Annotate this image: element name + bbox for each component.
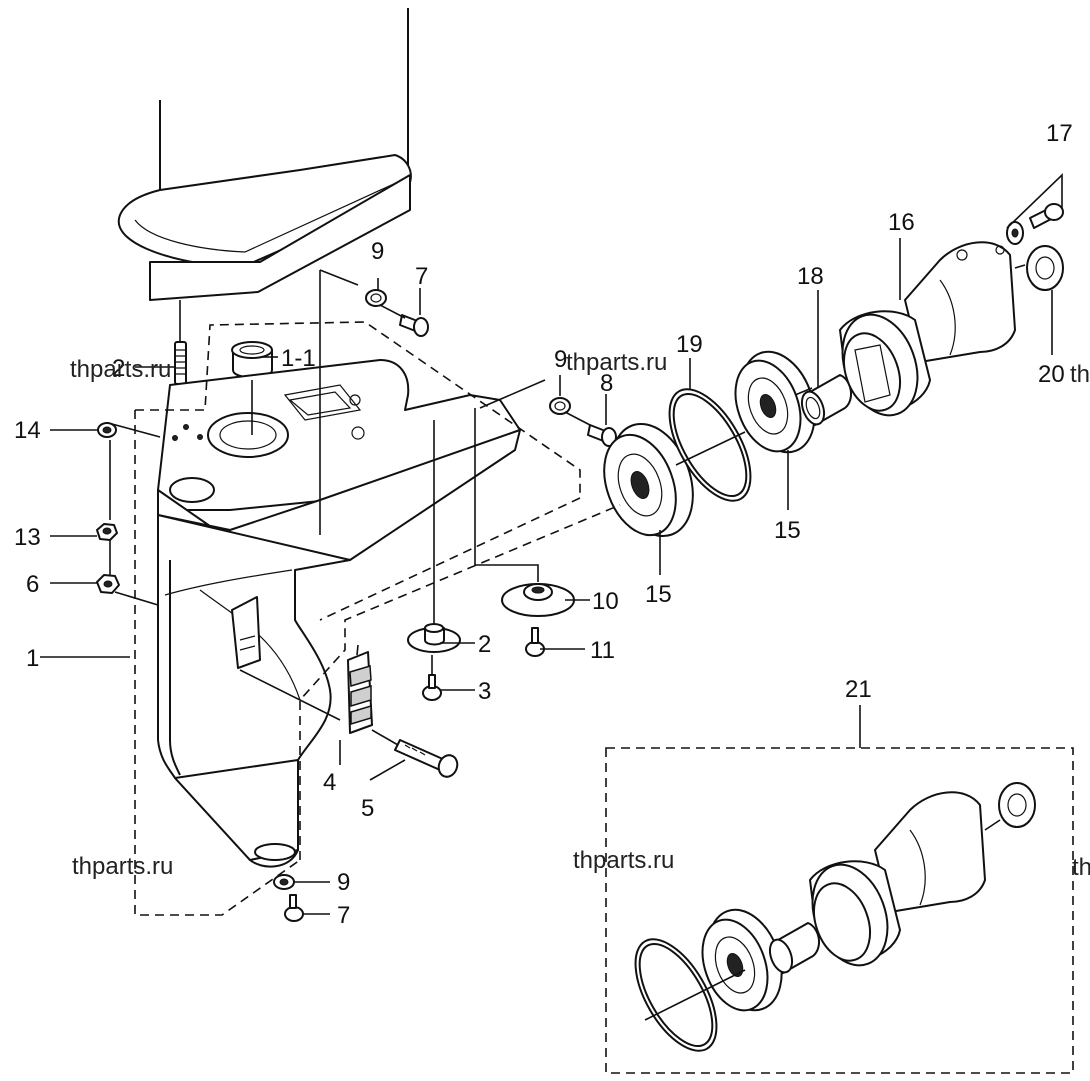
callout-labels: 1 2 2 1-1 3 4 5 6 7 7 8 9 9 9 10 11 13 1…: [14, 120, 1073, 929]
bearing-15-left: [603, 422, 694, 538]
lower-case: [157, 359, 521, 868]
plate-2: [407, 420, 461, 653]
callout-2-stud: 2: [112, 355, 125, 382]
upper-housing: [117, 8, 412, 301]
watermark-top-left: thparts.ru: [70, 356, 171, 383]
inset-assembly-21: [605, 705, 1074, 1074]
callout-9-bottom: 9: [337, 869, 350, 896]
washer-9-mid: [549, 397, 571, 415]
callout-16: 16: [888, 209, 915, 236]
callout-17: 17: [1046, 120, 1073, 147]
callout-20: 20: [1038, 361, 1065, 388]
callout-3: 3: [478, 678, 491, 705]
nut-13: [96, 523, 118, 541]
center-lines: [109, 173, 1063, 721]
callout-1: 1: [26, 645, 39, 672]
bushing-1-1: [231, 341, 273, 379]
callout-14: 14: [14, 417, 41, 444]
callout-9-top: 9: [371, 238, 384, 265]
callout-18: 18: [797, 263, 824, 290]
shaft-housing-16: [839, 241, 1016, 417]
seal-20: [1026, 245, 1064, 291]
bolt-17: [1029, 203, 1064, 229]
washer-9-top: [365, 289, 387, 307]
watermark-top-middle: thparts.ru: [566, 349, 667, 376]
callout-13: 13: [14, 524, 41, 551]
washer-9-bottom: [273, 874, 295, 890]
nut-6: [96, 574, 120, 594]
washer-17: [1006, 221, 1024, 245]
callout-15-left: 15: [645, 581, 672, 608]
bolt-5: [371, 729, 459, 778]
watermark-bottom-middle: thparts.ru: [573, 847, 674, 874]
stud-2: [174, 300, 187, 385]
screw-3: [422, 655, 442, 701]
watermark-right-fragment: th: [1070, 361, 1090, 388]
callout-2-plate: 2: [478, 631, 491, 658]
assembly-dash-lines: [134, 321, 621, 916]
callout-9-mid: 9: [554, 346, 567, 373]
callout-11: 11: [590, 637, 615, 664]
callout-leaders: [40, 238, 1053, 915]
bearing-15-right: [734, 350, 816, 454]
callout-5: 5: [361, 795, 374, 822]
screw-11: [525, 627, 545, 657]
screw-7-bottom: [284, 894, 304, 922]
callout-6: 6: [26, 571, 39, 598]
watermarks: thparts.ru thparts.ru thparts.ru thparts…: [70, 349, 1090, 881]
callout-21: 21: [845, 676, 872, 703]
callout-19: 19: [676, 331, 703, 358]
callout-8: 8: [600, 370, 613, 397]
screw-7-top: [399, 314, 429, 337]
callout-15-right: 15: [774, 517, 801, 544]
needle-bearing-18: [800, 374, 852, 426]
callout-10: 10: [592, 588, 619, 615]
callout-1-1: 1-1: [281, 345, 316, 372]
watermark-right-fragment-lower: th: [1072, 854, 1090, 881]
callout-7-top: 7: [415, 263, 428, 290]
anode-4: [347, 644, 373, 734]
o-ring-19: [668, 388, 752, 502]
grommet-10: [501, 583, 575, 617]
screw-8: [587, 424, 617, 447]
watermark-bottom-left: thparts.ru: [72, 853, 173, 880]
callout-4: 4: [323, 769, 336, 796]
callout-7-bottom: 7: [337, 902, 350, 929]
